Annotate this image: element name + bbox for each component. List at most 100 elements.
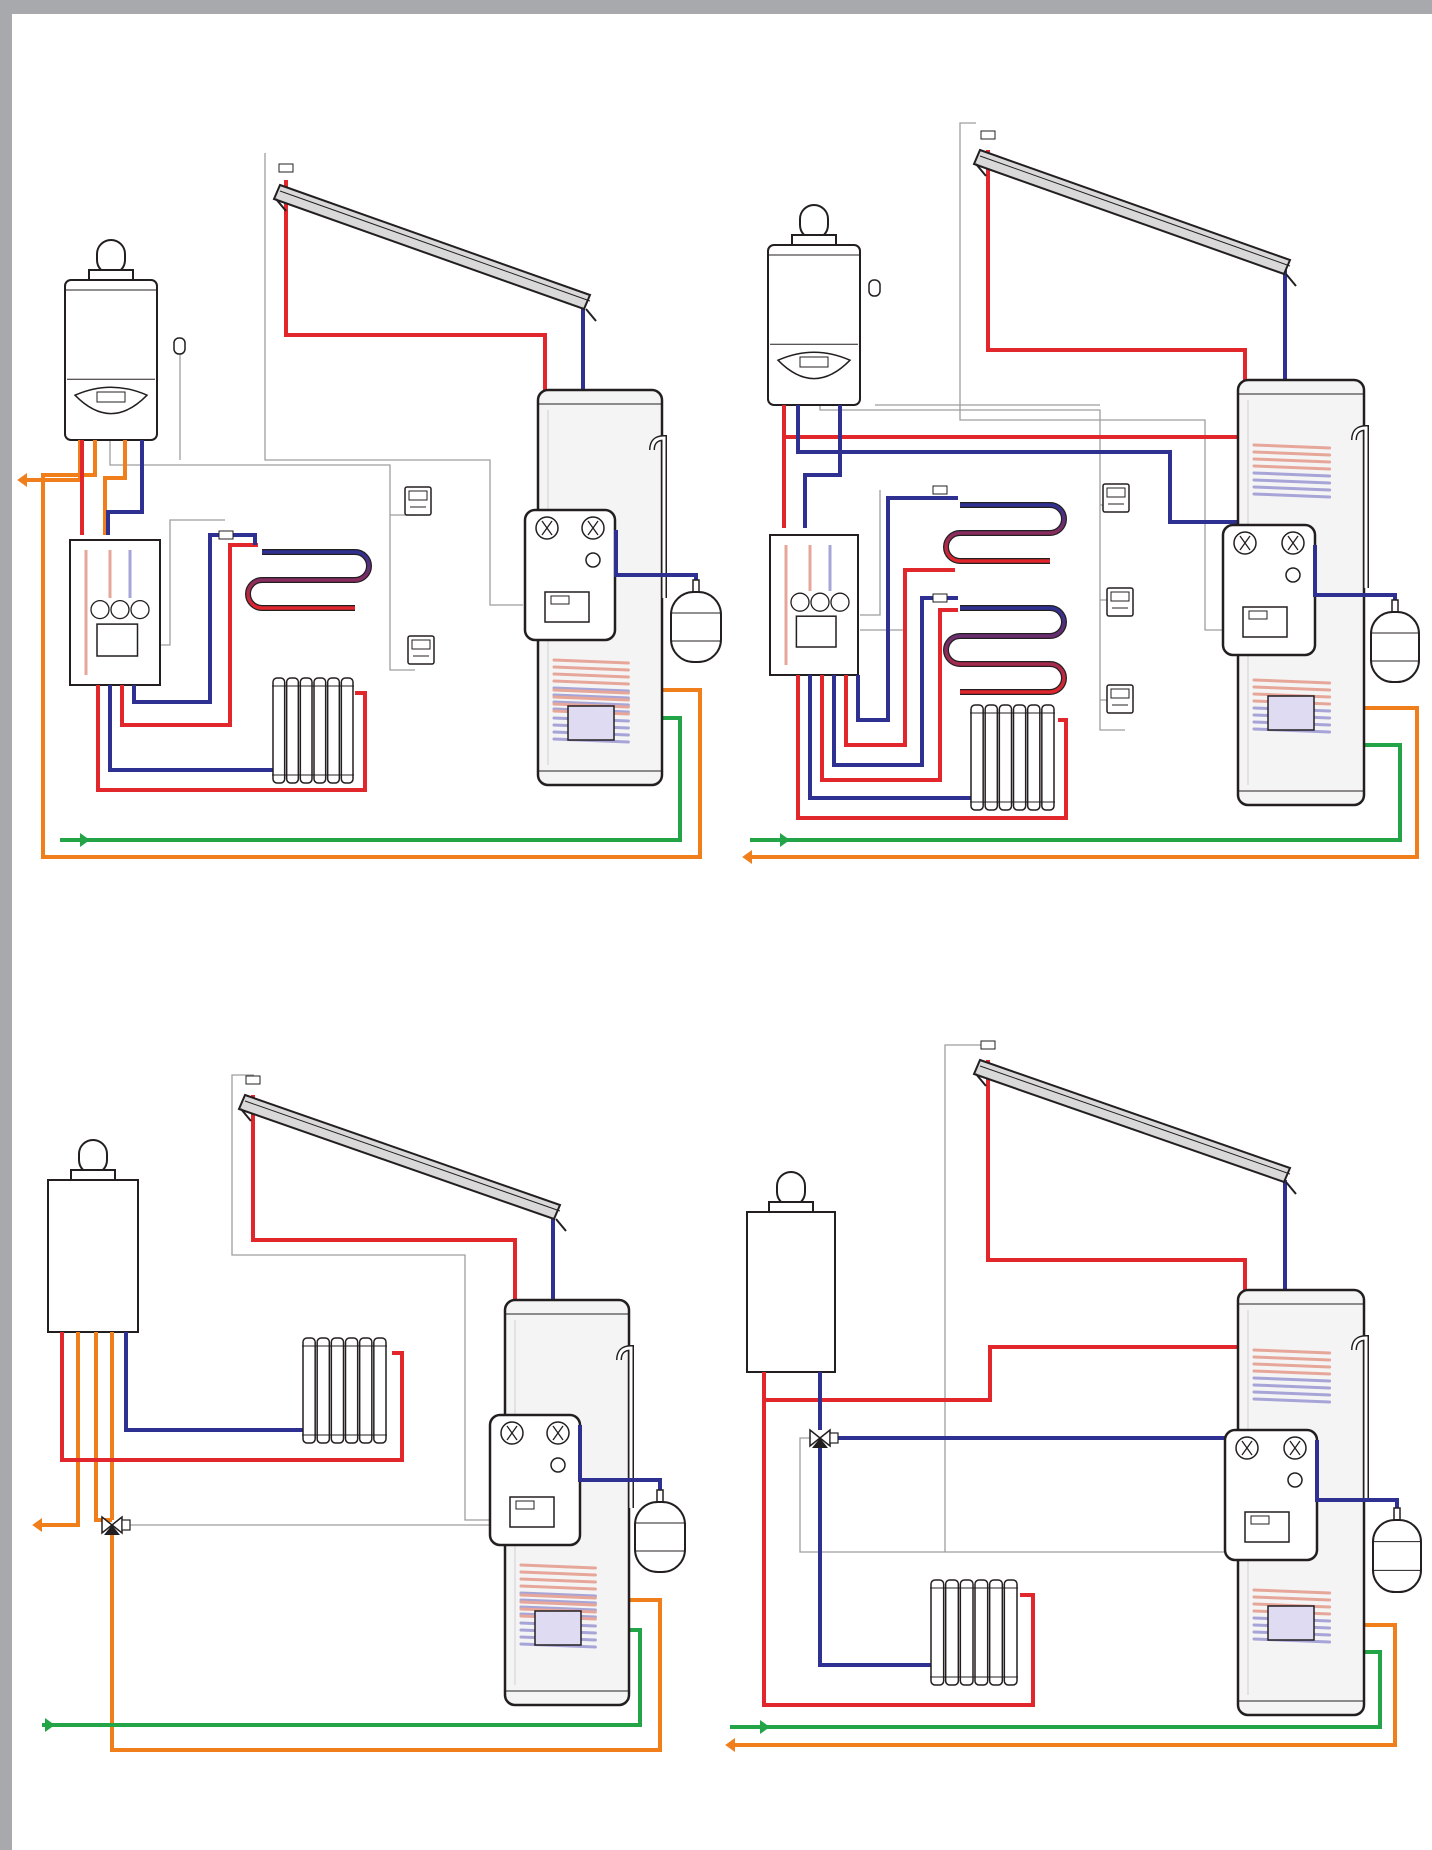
coil-turn	[519, 1570, 597, 1577]
thermostat-screen	[1106, 487, 1126, 498]
module-pump-icon	[810, 592, 830, 612]
module-pump-icon	[90, 599, 110, 620]
coil-turn	[552, 679, 630, 686]
radiator-column	[285, 677, 300, 784]
coil-turn	[552, 665, 630, 672]
module-pump-icon	[130, 599, 150, 620]
expansion-vessel-icon	[1370, 599, 1420, 683]
cold-water-inlet	[60, 716, 682, 842]
vessel-body	[670, 591, 722, 663]
controller-display	[1248, 610, 1268, 620]
loop-tube	[944, 606, 1066, 694]
collector-glazing-line	[979, 1065, 1291, 1175]
module-pump-icon	[110, 599, 130, 620]
module-controller	[96, 623, 139, 657]
boiler-display	[96, 391, 126, 403]
coil-turn	[1252, 1355, 1332, 1362]
radiator-column	[1026, 704, 1041, 811]
underfloor2-flow-pipe	[820, 608, 958, 782]
coil-turn	[519, 1584, 597, 1591]
page-frame-top	[0, 0, 1432, 14]
radiator-column	[984, 704, 999, 811]
collector-glazing-line	[279, 190, 591, 302]
control-wire	[860, 595, 906, 631]
collector-frame	[972, 148, 1292, 276]
radiator-flow-pipe	[762, 1400, 1035, 1707]
control-wire	[959, 122, 1230, 631]
boiler-flue-collar	[88, 269, 134, 281]
collector-left-foot	[975, 1073, 987, 1087]
outdoor-sensor-icon	[868, 279, 881, 297]
collector-left-foot	[975, 163, 987, 177]
vessel-neck	[656, 1489, 664, 1503]
circulator-pump-icon	[1287, 1472, 1303, 1488]
boiler-module-return	[803, 405, 842, 528]
valve-cross	[1289, 1440, 1301, 1456]
thermostat-screen	[408, 490, 428, 501]
coil-turn	[519, 1605, 597, 1612]
panel-top-left	[17, 153, 722, 859]
coil-turn	[552, 688, 630, 695]
boiler-flue	[96, 239, 126, 275]
coil-turn	[1252, 1390, 1332, 1397]
domestic-hot-pipe	[730, 1623, 1397, 1747]
cold-water-inlet	[42, 1628, 642, 1727]
temperature-sensor-icon	[980, 130, 996, 140]
underfloor1-flow-pipe	[844, 568, 955, 747]
coil-turn	[1252, 492, 1332, 499]
temperature-sensor-icon	[932, 485, 948, 495]
coil-turn	[1252, 443, 1332, 450]
valve-cross	[1241, 1440, 1253, 1456]
radiator-column	[970, 704, 984, 811]
pump-station-icon	[1223, 1428, 1319, 1562]
coil-turn	[1252, 471, 1332, 478]
expansion-vessel-icon	[670, 579, 722, 663]
valve-actuator	[121, 1519, 131, 1531]
control-wire	[109, 440, 415, 671]
underfloor-flow-pipe	[120, 543, 258, 727]
radiator-column	[998, 704, 1013, 811]
collector-glazing-line	[979, 155, 1291, 267]
domestic-hot-outlet	[42, 1332, 80, 1527]
solar-controller-icon	[544, 591, 590, 623]
flow-arrow-icon	[760, 1720, 770, 1734]
collector-frame	[972, 1058, 1292, 1184]
control-wire	[799, 1437, 945, 1553]
coil-turn	[1252, 457, 1332, 464]
boiler-icon	[47, 1139, 139, 1333]
module-pump-icon	[790, 592, 810, 612]
vessel-body	[634, 1501, 686, 1573]
coil-turn	[552, 693, 630, 700]
radiator-column	[326, 677, 341, 784]
radiator-return-pipe	[108, 685, 280, 772]
radiator-return-pipe	[808, 675, 975, 800]
domestic-hot-pipe	[750, 706, 1419, 859]
three-way-valve-icon	[101, 1515, 131, 1535]
coil-turn	[1252, 1397, 1332, 1404]
radiator-flow-pipe	[60, 1332, 404, 1462]
collector-frame	[237, 1093, 562, 1221]
radiator-column	[330, 1337, 345, 1444]
tank-electric-heater	[567, 705, 615, 741]
pump-station-icon	[1221, 523, 1317, 657]
panel-top-right	[742, 122, 1420, 864]
radiator-return-pipe	[818, 1448, 935, 1667]
temperature-sensor-icon	[218, 530, 234, 540]
collector-left-foot	[275, 198, 287, 212]
vessel-body	[1370, 611, 1420, 683]
radiator-column	[302, 1337, 316, 1444]
radiator-column	[373, 1337, 387, 1444]
outdoor-sensor-icon	[173, 337, 186, 355]
coil-turn	[1252, 1376, 1332, 1383]
boiler-icon	[746, 1171, 836, 1373]
expansion-pipe	[578, 1425, 662, 1492]
vessel-neck	[1393, 1507, 1401, 1521]
collector-left-foot	[240, 1108, 252, 1122]
control-wire	[860, 490, 881, 616]
temperature-sensor-icon	[278, 163, 294, 173]
controller-display	[515, 1500, 535, 1510]
radiator-column	[1012, 704, 1027, 811]
radiator-return-pipe	[124, 1332, 308, 1432]
valve-actuator	[829, 1432, 839, 1444]
pump-station-icon	[523, 508, 617, 642]
